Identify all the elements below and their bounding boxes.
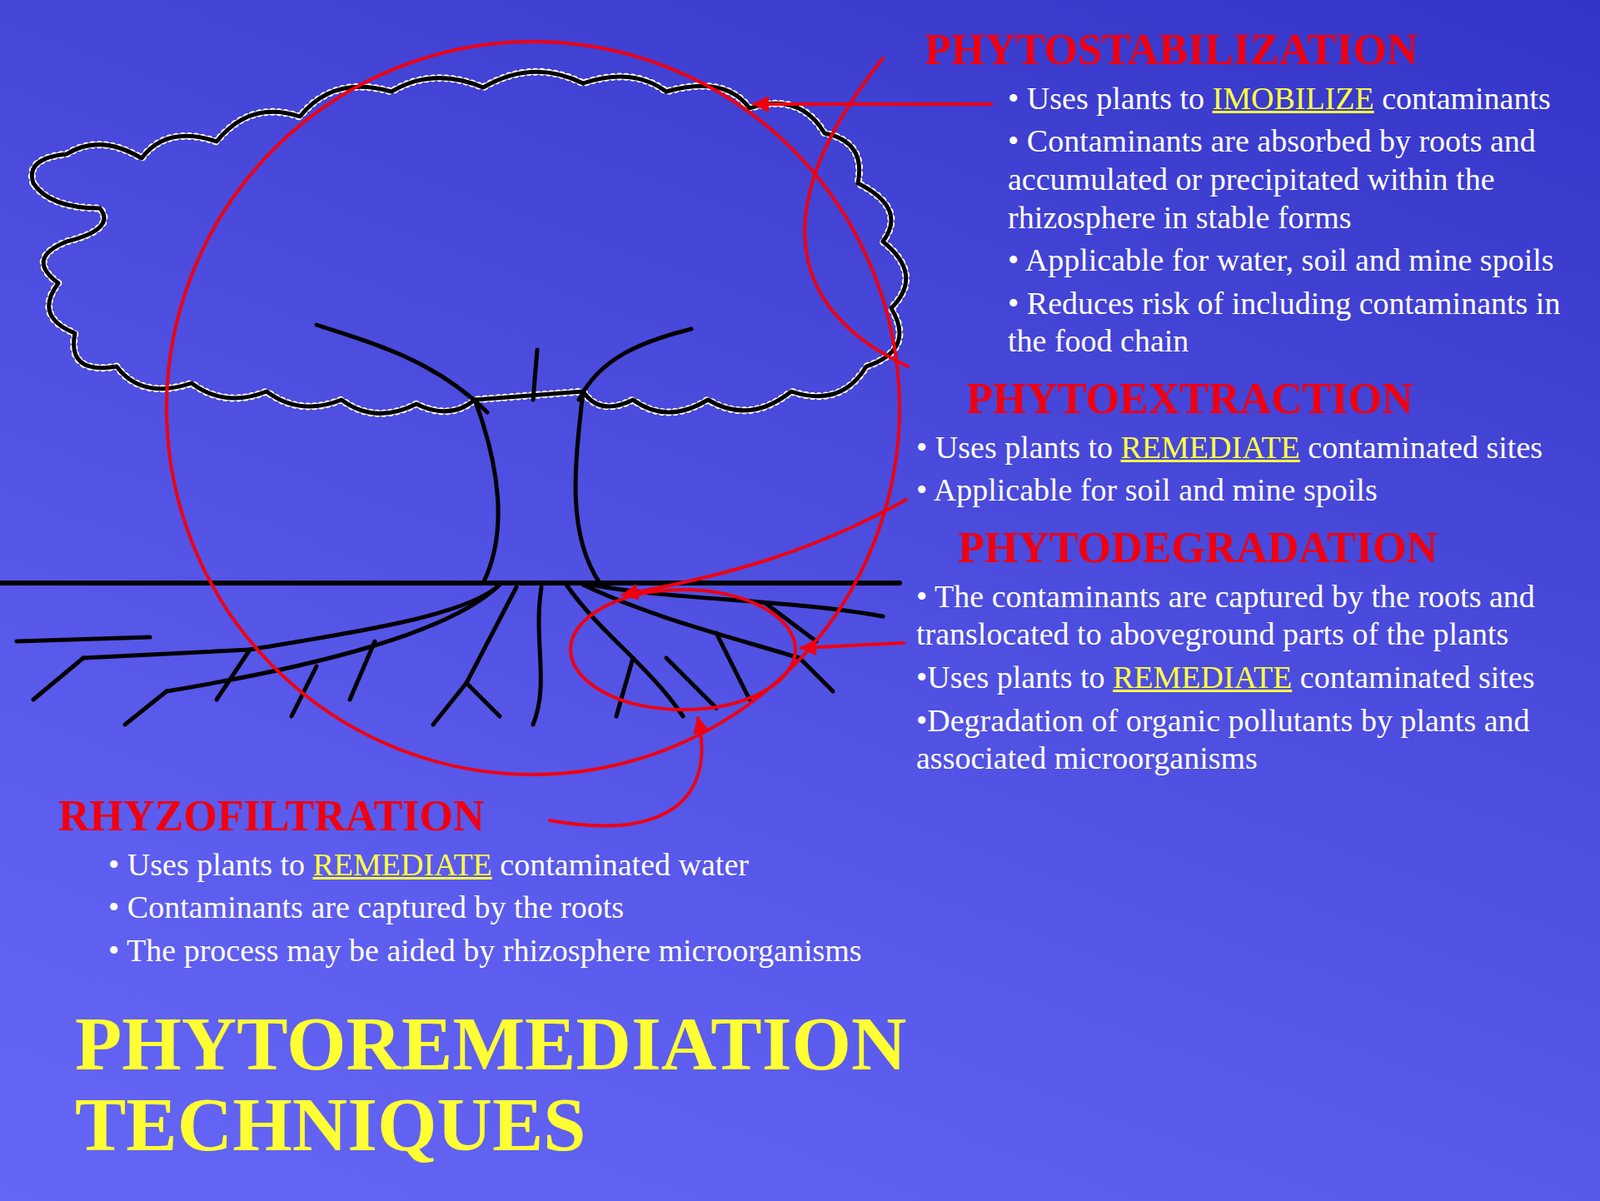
bullet-line: • Uses plants toREMEDIATEcontaminated wa… xyxy=(108,846,900,885)
big-red-circle xyxy=(166,41,900,775)
bullet-text: • Uses plants to xyxy=(916,429,1113,465)
bullet-line: •Degradation of organic pollutants by pl… xyxy=(916,702,1583,778)
tree-canopy xyxy=(31,71,906,414)
bullet-text: • Contaminants are captured by the roots xyxy=(108,889,624,925)
keyword-text: REMEDIATE xyxy=(313,847,493,883)
bullet-line: • The contaminants are captured by the r… xyxy=(916,578,1583,654)
bullet-text: contaminated water xyxy=(499,847,749,883)
technique-heading: RHYZOFILTRATION xyxy=(58,791,900,842)
slide-title: PHYTOREMEDIATION TECHNIQUES xyxy=(74,1003,958,1165)
technique-block: PHYTODEGRADATION • The contaminants are c… xyxy=(916,523,1583,778)
bullet-text: • Contaminants are absorbed by roots and… xyxy=(1007,123,1536,235)
bullet-text: •Uses plants to xyxy=(916,659,1106,695)
tree-trunk xyxy=(316,324,692,584)
technique-heading: PHYTODEGRADATION xyxy=(957,523,1583,574)
bullet-text: contaminants xyxy=(1381,80,1551,116)
tree-roots xyxy=(16,584,883,725)
heading-text: PHYTODEGRADATION xyxy=(957,523,1438,572)
bullet-text: • The contaminants are captured by the r… xyxy=(916,578,1536,653)
keyword-text: REMEDIATE xyxy=(1112,659,1292,695)
technique-heading: PHYTOSTABILIZATION xyxy=(924,24,1583,75)
tree-speckle xyxy=(31,71,906,414)
bullet-text: • Applicable for soil and mine spoils xyxy=(916,472,1378,508)
arrow-rhyzofiltration xyxy=(549,717,702,826)
bullet-line: • Uses plants toIMOBILIZEcontaminants xyxy=(1007,79,1583,119)
bullet-text: •Degradation of organic pollutants by pl… xyxy=(916,702,1531,777)
keyword-text: REMEDIATE xyxy=(1121,429,1301,465)
bullet-line: • Applicable for soil and mine spoils xyxy=(916,471,1583,510)
curve-stabilization xyxy=(804,58,908,367)
heading-text: RHYZOFILTRATION xyxy=(58,792,484,840)
small-red-circle xyxy=(570,589,796,710)
bullet-text: • Reduces risk of including contaminants… xyxy=(1007,285,1561,359)
arrow-degradation xyxy=(801,642,904,648)
bullet-text: contaminated sites xyxy=(1307,429,1543,465)
bullet-line: • Contaminants are captured by the roots xyxy=(108,888,900,928)
bullet-line: • Contaminants are absorbed by roots and… xyxy=(1007,122,1583,237)
bullet-text: contaminated sites xyxy=(1300,659,1536,695)
bullet-text: • Uses plants to xyxy=(108,847,305,883)
arrow-stabilization xyxy=(753,102,992,106)
heading-text: PHYTOEXTRACTION xyxy=(966,374,1413,423)
bullet-line: • Applicable for water, soil and mine sp… xyxy=(1007,241,1583,280)
bullet-text: • Applicable for water, soil and mine sp… xyxy=(1007,242,1555,278)
bullet-line: •Uses plants toREMEDIATEcontaminated sit… xyxy=(916,658,1583,698)
bullet-line: • The process may be aided by rhizospher… xyxy=(108,932,900,971)
heading-text: PHYTOSTABILIZATION xyxy=(924,25,1418,74)
technique-block: PHYTOSTABILIZATION • Uses plants toIMOBIL… xyxy=(916,24,1583,361)
technique-block: RHYZOFILTRATION • Uses plants toREMEDIATE… xyxy=(58,791,900,971)
bullet-text: • The process may be aided by rhizospher… xyxy=(108,932,863,968)
arrow-extraction xyxy=(623,499,907,595)
bullet-line: • Reduces risk of including contaminants… xyxy=(1007,284,1583,361)
keyword-text: IMOBILIZE xyxy=(1212,80,1375,116)
ground-line xyxy=(0,580,900,586)
bullet-text: • Uses plants to xyxy=(1007,80,1205,116)
technique-block: PHYTOEXTRACTION • Uses plants toREMEDIATE… xyxy=(916,373,1583,510)
technique-heading: PHYTOEXTRACTION xyxy=(966,373,1583,424)
bullet-line: • Uses plants toREMEDIATEcontaminated si… xyxy=(916,428,1583,468)
